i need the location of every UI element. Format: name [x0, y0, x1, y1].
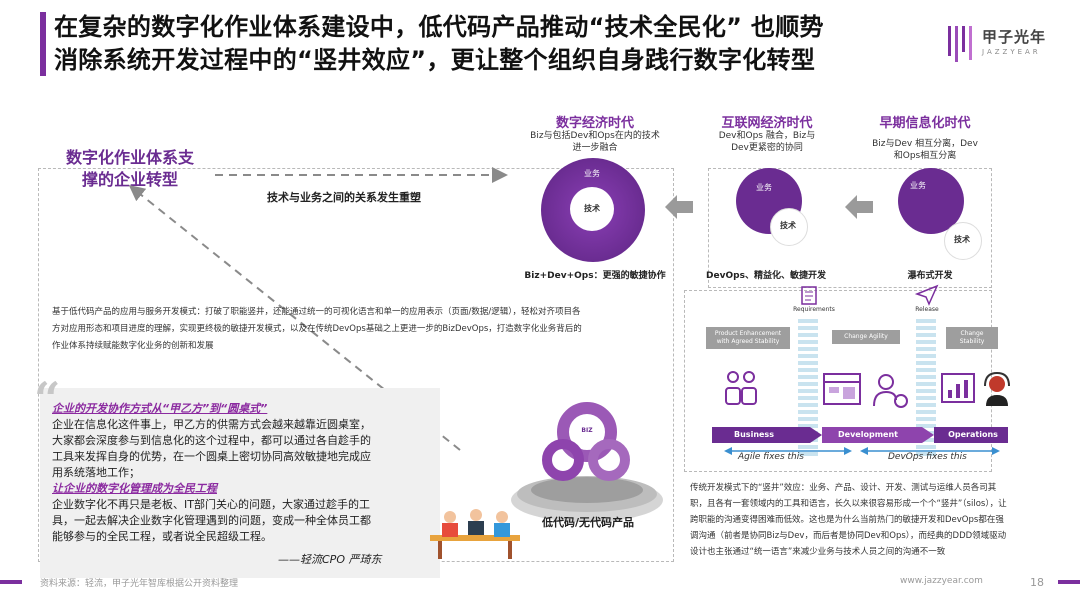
- quote-content: 企业的开发协作方式从“甲乙方”到“圆桌式” 企业在信息化这件事上，甲乙方的供需方…: [52, 401, 432, 545]
- quote-body-2-line-1: 企业数字化不再只是老板、IT部门关心的问题，大家通过趁手的工: [52, 498, 370, 511]
- era-internet-title: 互联网经济时代: [721, 116, 813, 131]
- quote-body-1-line-1: 企业在信息化这件事上，甲乙方的供需方式会越来越靠近圆桌室，: [52, 418, 371, 431]
- quote-body-1-line-3: 工具来发挥自身的优势，在一个圆桌上密切协同高效敏捷地完成应: [52, 450, 371, 463]
- flow-box-change-agility: Change Agility: [832, 330, 900, 344]
- era-early-biz: 业务: [910, 181, 926, 190]
- flow-box-product-enhancement: Product Enhancement with Agreed Stabilit…: [706, 327, 790, 349]
- logo-mark-icon: [948, 26, 972, 62]
- requirements-label: Requirements: [793, 306, 835, 313]
- left-arrow-icon: [665, 195, 693, 219]
- logo-subtext: JAZZYEAR: [982, 48, 1041, 56]
- stage-development: Development: [838, 430, 898, 439]
- title-line-2: 消除系统开发过程中的“竖井效应”，更让整个组织自身践行数字化转型: [54, 46, 816, 74]
- quote-body-1-line-4: 用系统落地工作；: [52, 466, 140, 479]
- quote-box: [40, 388, 440, 578]
- meeting-illustration: [430, 509, 520, 559]
- flow-box-change-stability: Change Stability: [946, 327, 998, 349]
- page-title: 在复杂的数字化作业体系建设中，低代码产品推动“技术全民化” 也顺势 消除系统开发…: [54, 11, 934, 77]
- lowcode-platform-illustration: [511, 402, 663, 522]
- era-early-caption: 瀑布式开发: [907, 271, 953, 281]
- stage-business: Business: [734, 430, 774, 439]
- devops-fix-label: DevOps fixes this: [888, 452, 967, 462]
- quote-title-2: 让企业的数字化管理成为全民工程: [52, 482, 217, 495]
- era-digital-tech: 技术: [584, 204, 600, 213]
- page-number: 18: [1030, 576, 1044, 589]
- bizdevops-text: 基于低代码产品的应用与服务开发模式：打破了职能竖井，还能通过统一的可视化语言和单…: [52, 307, 582, 351]
- era-digital-inner-circle: [570, 187, 614, 231]
- agile-fix-label: Agile fixes this: [738, 452, 804, 462]
- footer-source: 资料来源：轻流，甲子光年智库根据公开资料整理: [40, 579, 239, 589]
- developer-settings-icon: [873, 374, 908, 408]
- footer-accent-right: [1058, 580, 1080, 584]
- quote-title-1: 企业的开发协作方式从“甲乙方”到“圆桌式”: [52, 402, 268, 415]
- title-line-1: 在复杂的数字化作业体系建设中，低代码产品推动“技术全民化” 也顺势: [54, 13, 824, 41]
- era-digital-caption: Biz+Dev+Ops：更强的敏捷协作: [524, 271, 666, 281]
- era-digital-title: 数字经济时代: [555, 116, 634, 131]
- relation-arrows: [128, 167, 508, 451]
- logo-text: 甲子光年: [982, 28, 1047, 46]
- quote-author: ——轻流CPO 严琦东: [278, 553, 382, 566]
- process-bar: [712, 427, 1008, 443]
- silo-column-1: [798, 316, 818, 456]
- release-paper-plane-icon: [915, 284, 939, 306]
- fix-arrows: [724, 447, 1000, 455]
- era-digital-biz: 业务: [584, 169, 600, 178]
- era-early-tech: 技术: [954, 235, 970, 244]
- requirements-icon: [801, 286, 817, 305]
- release-label: Release: [915, 306, 939, 313]
- logo: 甲子光年 JAZZYEAR: [946, 22, 1056, 64]
- era-early-desc: Biz与Dev 相互分离，Dev和Ops相互分离: [872, 139, 978, 161]
- era-internet-tech: 技术: [780, 221, 796, 230]
- bar-chart-icon: [941, 373, 975, 403]
- era-internet-caption: DevOps、精益化、敏捷开发: [706, 271, 826, 281]
- relation-label: 技术与业务之间的关系发生重塑: [267, 191, 421, 204]
- footer-url[interactable]: www.jazzyear.com: [900, 576, 983, 586]
- dashboard-icon: [823, 373, 861, 405]
- left-arrow-icon-2: [845, 195, 873, 219]
- era-internet-biz: 业务: [756, 183, 772, 192]
- footer-accent-left: [0, 580, 22, 584]
- stage-operations: Operations: [948, 430, 998, 439]
- biz-tag: BIZ: [581, 427, 593, 434]
- lowcode-label: 低代码/无代码产品: [541, 516, 635, 529]
- era-digital-desc: Biz与包括Dev和Ops在内的技术进一步融合: [530, 131, 660, 153]
- quote-body-1-line-2: 大家都会深度参与到信息化的这个过程中，都可以通过各自趁手的: [52, 434, 371, 447]
- era-early-circle: [898, 168, 964, 234]
- support-headset-icon: [984, 371, 1010, 406]
- silo-effect-text: 传统开发模式下的“竖井”效应：业务、产品、设计、开发、测试与运维人员各司其职，且…: [690, 483, 1007, 557]
- left-heading: 数字化作业体系支撑的企业转型: [65, 148, 194, 189]
- era-internet-tech-circle: [770, 208, 808, 246]
- team-icon: [725, 371, 757, 405]
- era-internet-desc: Dev和Ops 融合，Biz与Dev更紧密的协同: [718, 131, 816, 153]
- quote-body-2-line-3: 能够参与的全民工程，或者说全民超级工程。: [52, 530, 272, 543]
- era-early-title: 早期信息化时代: [879, 116, 971, 131]
- quote-mark-icon: “: [34, 372, 61, 426]
- right-top-dashed-panel: [708, 168, 992, 288]
- silo-column-2: [916, 316, 936, 456]
- quote-body-2-line-2: 具，一起去解决企业数字化管理遇到的问题，变成一种全体员工都: [52, 514, 371, 527]
- era-early-tech-circle: [944, 222, 982, 260]
- title-accent-bar: [40, 12, 46, 76]
